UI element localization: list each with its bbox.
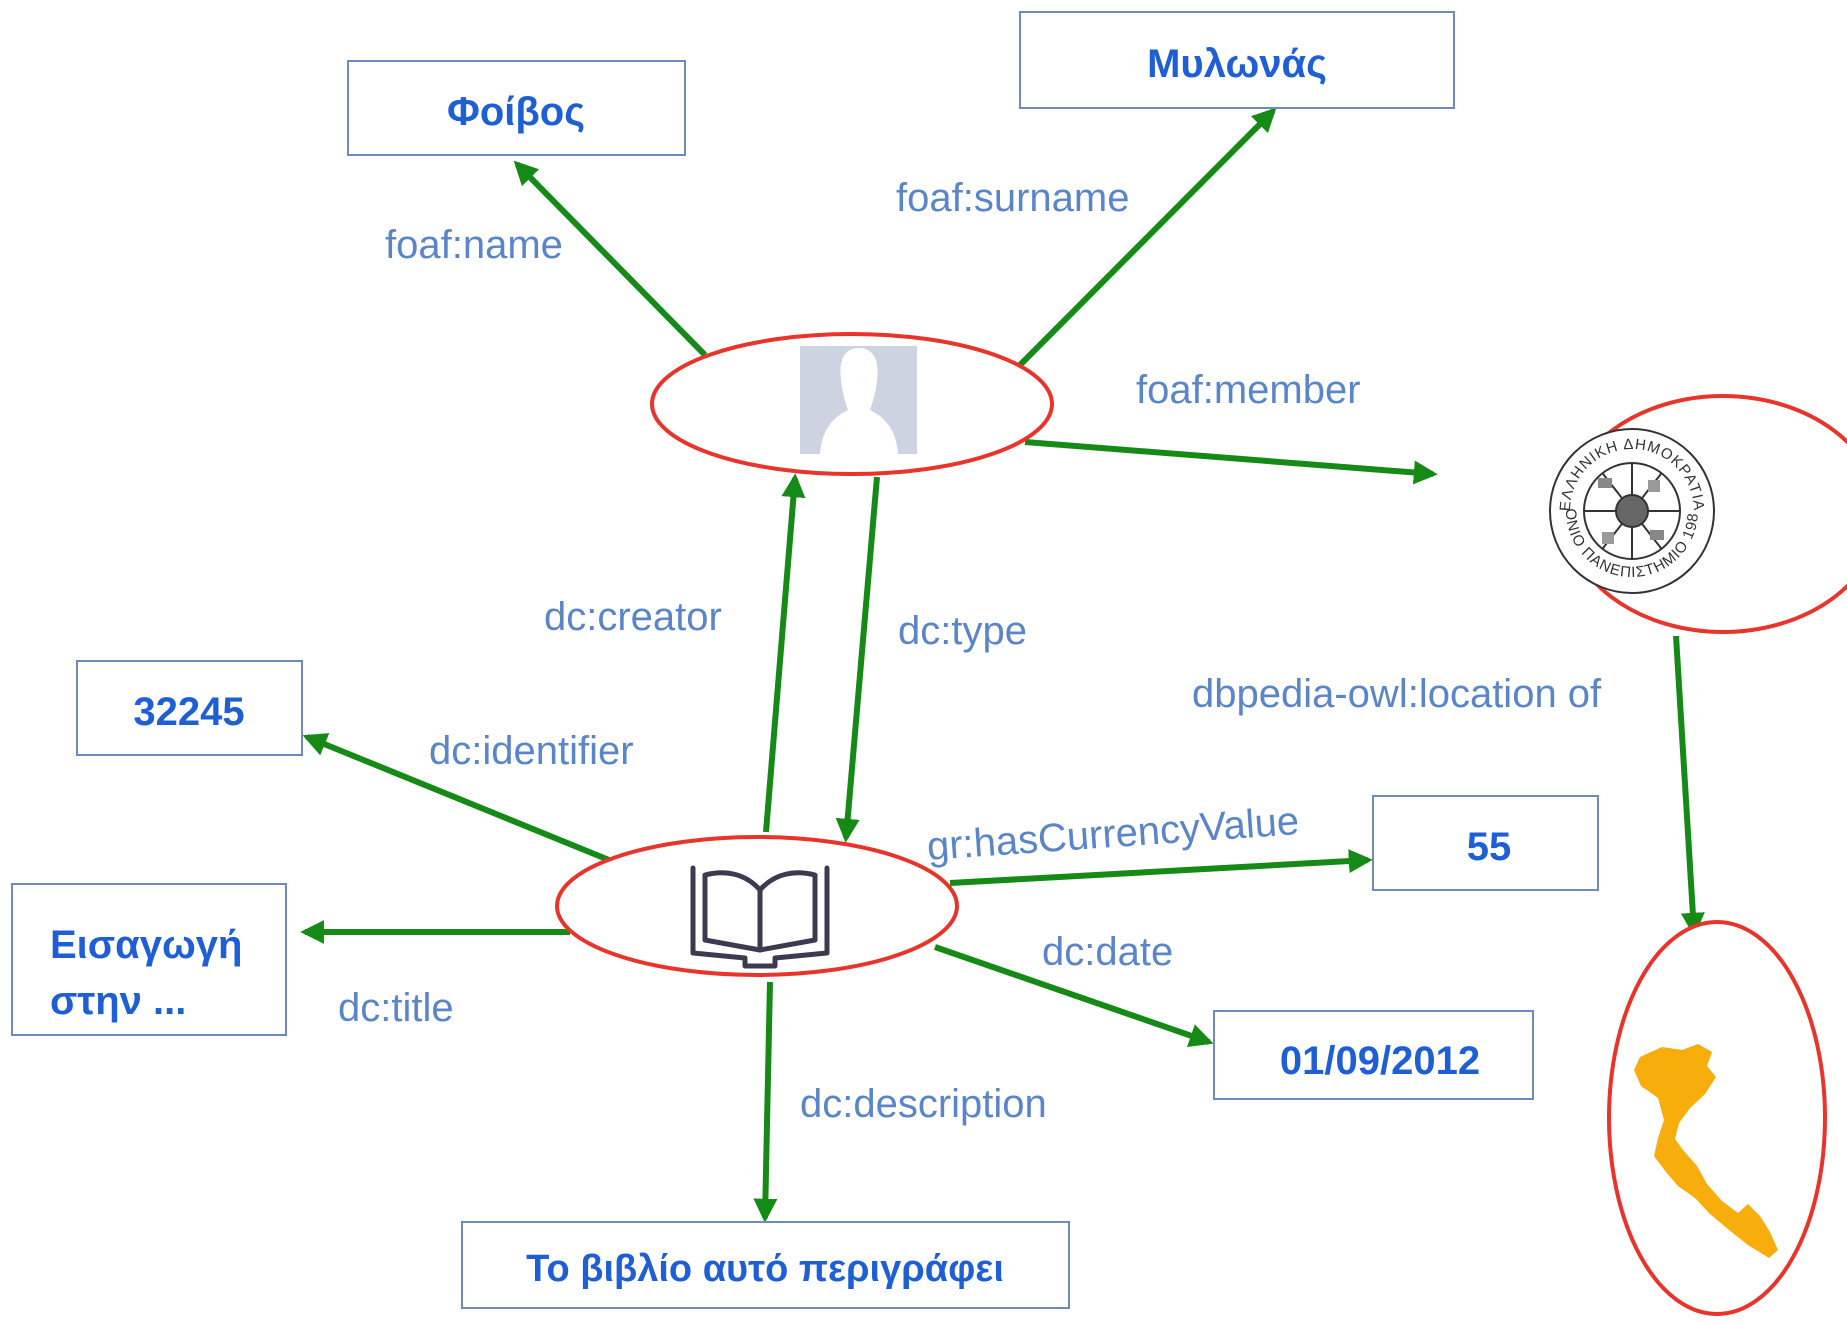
edge-dc-date — [934, 944, 1214, 1048]
label-dc-description: dc:description — [800, 1082, 1047, 1126]
edge-dc-creator — [763, 473, 806, 833]
edge-gr-hascurrencyvalue — [949, 849, 1373, 886]
label-dc-title: dc:title — [338, 986, 454, 1030]
label-foaf-member: foaf:member — [1136, 368, 1361, 412]
label-dc-type: dc:type — [898, 609, 1027, 653]
box-dc-description-value[interactable]: Το βιβλίο αυτό περιγράφει — [461, 1221, 1070, 1309]
edge-dbpedia-owl-location-of — [1673, 635, 1705, 937]
edge-dc-description — [753, 981, 778, 1223]
person-silhouette-icon — [800, 346, 917, 454]
island-node[interactable] — [1607, 920, 1827, 1316]
box-dc-title-line2: στην ... — [50, 979, 186, 1023]
box-foaf-name-text: Φοίβος — [447, 90, 585, 134]
box-gr-hascurrencyvalue-text: 55 — [1467, 825, 1512, 869]
label-foaf-name: foaf:name — [385, 223, 563, 267]
box-dc-identifier-value[interactable]: 32245 — [76, 660, 303, 756]
box-dc-date-text: 01/09/2012 — [1280, 1039, 1480, 1083]
university-seal-icon: ΕΛΛΗΝΙΚΗ ΔΗΜΟΚΡΑΤΙΑ ΙΟΝΙΟ ΠΑΝΕΠΙΣΤΗΜΙΟ 1… — [0, 0, 1715, 594]
label-foaf-surname: foaf:surname — [896, 176, 1129, 220]
edge-dc-type — [835, 476, 880, 843]
open-book-icon — [690, 865, 830, 969]
box-dc-title-line1: Εισαγωγή — [50, 923, 242, 967]
label-dc-creator: dc:creator — [544, 595, 722, 639]
box-dc-identifier-text: 32245 — [133, 690, 244, 734]
edge-dc-identifier — [302, 733, 611, 863]
edge-foaf-name — [513, 160, 708, 358]
box-dc-date-value[interactable]: 01/09/2012 — [1213, 1010, 1534, 1100]
box-foaf-surname-value[interactable]: Μυλωνάς — [1019, 11, 1455, 109]
corfu-map-icon — [1634, 1044, 1778, 1258]
label-dc-identifier: dc:identifier — [429, 729, 634, 773]
box-dc-title-value[interactable]: Εισαγωγή στην ... — [11, 883, 287, 1036]
edge-foaf-surname — [1017, 107, 1277, 368]
box-foaf-surname-text: Μυλωνάς — [1147, 42, 1327, 86]
book-node[interactable] — [555, 835, 959, 977]
university-node[interactable]: ΕΛΛΗΝΙΚΗ ΔΗΜΟΚΡΑΤΙΑ ΙΟΝΙΟ ΠΑΝΕΠΙΣΤΗΜΙΟ 1… — [0, 0, 1847, 634]
edge-foaf-member — [1024, 439, 1438, 485]
box-dc-description-text: Το βιβλίο αυτό περιγράφει — [526, 1248, 1004, 1290]
person-node[interactable] — [650, 332, 1054, 476]
label-gr-hascurrencyvalue: gr:hasCurrencyValue — [926, 799, 1301, 869]
label-dc-date: dc:date — [1042, 930, 1173, 974]
box-foaf-name-value[interactable]: Φοίβος — [347, 60, 686, 156]
label-dbpedia-owl-location-of: dbpedia-owl:location of — [1192, 672, 1602, 716]
box-gr-hascurrencyvalue-value[interactable]: 55 — [1372, 795, 1599, 891]
